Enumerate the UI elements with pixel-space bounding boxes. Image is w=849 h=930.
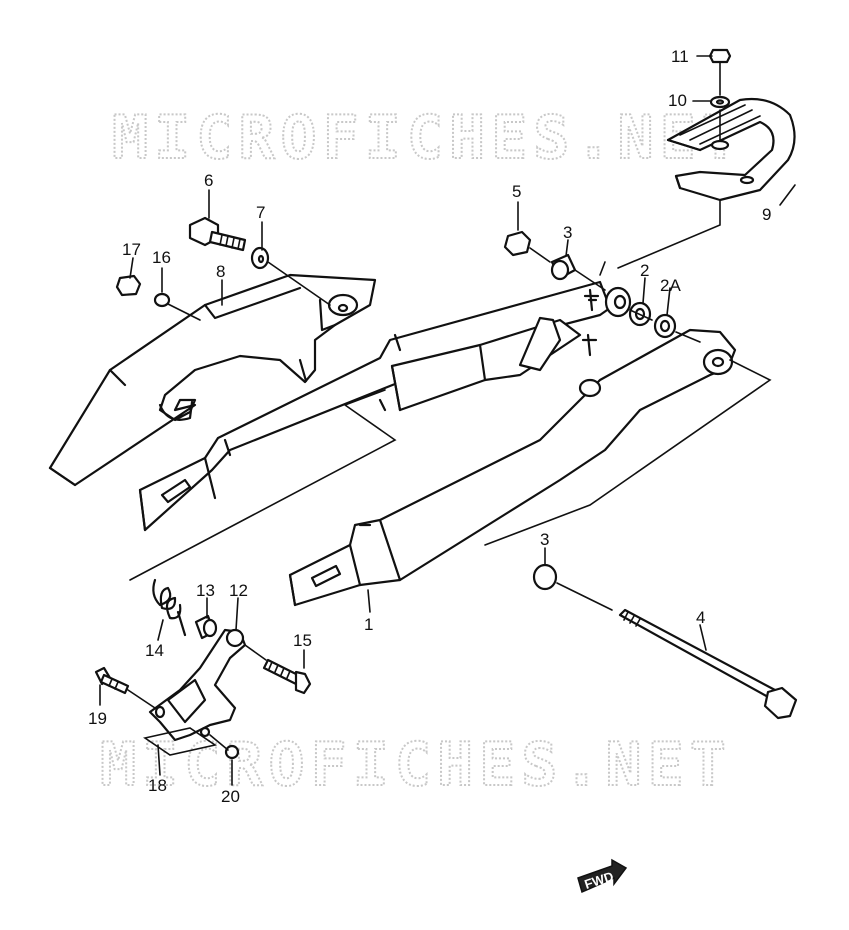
callout-2: 2: [640, 261, 649, 280]
nut-part-11: [708, 48, 732, 64]
fwd-direction-badge: FWD: [577, 858, 628, 894]
callout-18: 18: [148, 776, 167, 795]
plate-part-18: [143, 727, 217, 756]
watermark-top: MICROFICHES.NET: [112, 103, 744, 173]
callout-11: 11: [671, 47, 689, 66]
callout-16: 16: [152, 248, 171, 267]
callout-3-upper: 3: [563, 223, 572, 242]
bolt-part-6: [188, 216, 247, 252]
bracket-part-12: [148, 628, 247, 742]
bushing-part-2A: [653, 313, 677, 339]
fwd-label: FWD: [583, 869, 616, 892]
callout-10: 10: [668, 91, 687, 110]
washer-part-7: [250, 246, 270, 270]
chain-guide-part-9: [666, 97, 796, 202]
washer-part-10: [709, 95, 731, 109]
callout-12: 12: [229, 581, 248, 600]
spring-part-14: [152, 578, 187, 637]
collar-part-13: [194, 614, 218, 640]
callout-19: 19: [88, 709, 107, 728]
callout-13: 13: [196, 581, 215, 600]
callout-14: 14: [145, 641, 164, 660]
callout-17: 17: [122, 240, 141, 259]
nut-part-17: [115, 274, 142, 297]
callout-20: 20: [221, 787, 240, 806]
callout-2A: 2A: [660, 276, 681, 295]
callout-3-lower: 3: [540, 530, 549, 549]
pivot-shaft-part-4: [618, 608, 798, 720]
callout-1: 1: [364, 615, 373, 634]
bolt-part-15: [262, 658, 312, 695]
nut-part-20: [224, 744, 240, 760]
swingarm-part-1: [138, 280, 737, 607]
callout-6: 6: [204, 171, 213, 190]
nut-part-5: [503, 230, 532, 257]
callout-8: 8: [216, 262, 225, 281]
callout-4: 4: [696, 608, 705, 627]
collar-part-3-upper: [550, 253, 577, 281]
callout-15: 15: [293, 631, 312, 650]
bolt-part-19: [94, 666, 130, 695]
callout-5: 5: [512, 182, 521, 201]
watermark-bottom: MICROFICHES.NET: [100, 730, 732, 800]
callout-7: 7: [256, 203, 265, 222]
collar-part-3-lower: [532, 563, 558, 591]
washer-part-16: [153, 292, 171, 308]
callout-9: 9: [762, 205, 771, 224]
